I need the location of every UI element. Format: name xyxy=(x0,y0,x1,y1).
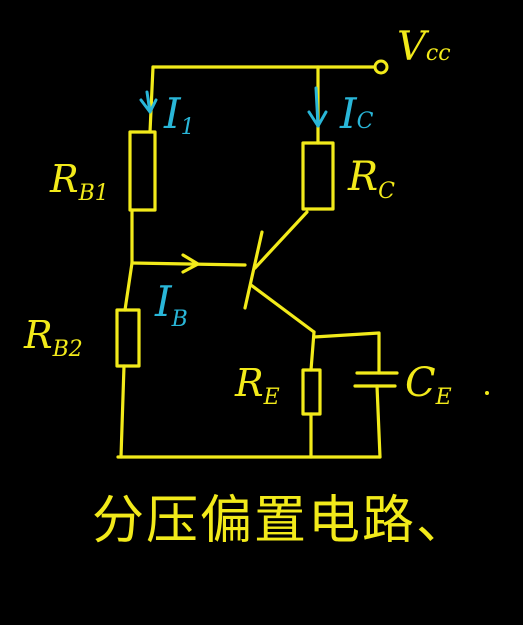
dot-mark xyxy=(485,391,489,395)
resistor-re xyxy=(301,368,322,416)
label-rb2: RB2 xyxy=(23,313,83,362)
transistor-collector xyxy=(253,210,309,270)
wire-node-to-rb2 xyxy=(123,261,134,312)
transistor-emitter xyxy=(249,283,316,334)
label-rb1: RB1 xyxy=(49,157,109,206)
resistor-rc xyxy=(301,141,335,211)
current-i1-arrow xyxy=(139,90,158,114)
label-rc: RC xyxy=(347,154,395,204)
label-ce: CE xyxy=(405,360,452,410)
vcc-terminal xyxy=(373,59,389,75)
wire-rb2-to-ground xyxy=(119,364,126,459)
resistor-rb1 xyxy=(128,130,157,212)
resistor-rb2 xyxy=(115,308,141,368)
label-ic: IC xyxy=(339,89,374,138)
wire-base xyxy=(130,261,247,267)
label-ib: IB xyxy=(154,277,188,332)
label-vcc: Vcc xyxy=(397,24,451,70)
wire-rail-to-rb1 xyxy=(148,65,155,134)
current-ic-arrow xyxy=(307,86,328,128)
label-re: RE xyxy=(234,361,280,410)
wire-ce-top xyxy=(312,331,381,375)
current-ib-arrow xyxy=(181,253,200,274)
label-i1: I1 xyxy=(163,89,195,140)
wire-ce-bottom xyxy=(375,384,382,459)
caption-text: 分压偏置电路、 xyxy=(92,491,471,551)
transistor-base-bar xyxy=(243,230,264,310)
